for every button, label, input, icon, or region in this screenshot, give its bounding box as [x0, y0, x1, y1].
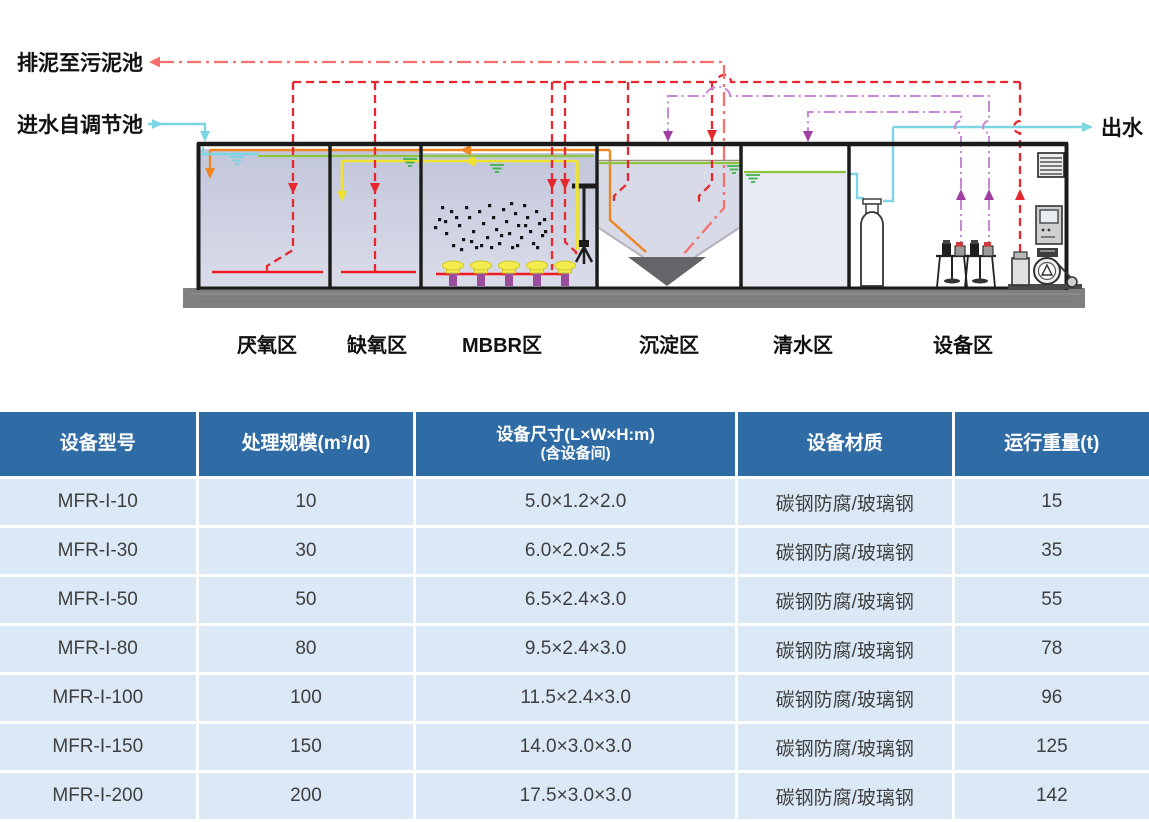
cell-scale: 200 [195, 770, 417, 822]
filter-tank-icon [860, 198, 884, 287]
col-header-scale: 处理规模(m³/d) [195, 412, 417, 479]
cell-size: 6.0×2.0×2.5 [413, 525, 738, 577]
air-pipe-arrows [288, 130, 1025, 200]
aeration-manifolds [212, 270, 567, 276]
cell-weight: 96 [951, 672, 1149, 724]
table-row: MFR-I-200 200 17.5×3.0×3.0 碳钢防腐/玻璃钢 142 [0, 770, 1149, 822]
cell-model: MFR-I-200 [0, 770, 199, 822]
louver-vent-icon [1037, 152, 1065, 178]
cell-model: MFR-I-100 [0, 672, 199, 724]
cell-weight: 142 [951, 770, 1149, 822]
tank-anaerobic-water [200, 149, 328, 288]
zone-label-anoxic: 缺氧区 [347, 333, 407, 357]
col-header-model: 设备型号 [0, 412, 199, 479]
zone-label-anaerobic: 厌氧区 [237, 333, 297, 357]
table-row: MFR-I-50 50 6.5×2.4×3.0 碳钢防腐/玻璃钢 55 [0, 574, 1149, 626]
cell-scale: 100 [195, 672, 417, 724]
cell-model: MFR-I-80 [0, 623, 199, 675]
cell-size: 9.5×2.4×3.0 [413, 623, 738, 675]
cell-material: 碳钢防腐/玻璃钢 [735, 770, 955, 822]
orange-arrow-down [205, 168, 215, 179]
dosing-stands [936, 240, 996, 288]
tank-walls [196, 141, 1069, 290]
table-row: MFR-I-100 100 11.5×2.4×3.0 碳钢防腐/玻璃钢 96 [0, 672, 1149, 724]
cell-size: 6.5×2.4×3.0 [413, 574, 738, 626]
cell-size: 11.5×2.4×3.0 [413, 672, 738, 724]
cell-model: MFR-I-150 [0, 721, 199, 773]
orange-arrow-left [460, 144, 471, 156]
sludge-pipe [160, 60, 726, 257]
inlet-pipe [148, 122, 258, 156]
cell-model: MFR-I-50 [0, 574, 199, 626]
col-header-size-line1: 设备尺寸(L×W×H:m) [496, 425, 655, 444]
cell-material: 碳钢防腐/玻璃钢 [735, 525, 955, 577]
cell-weight: 125 [951, 721, 1149, 773]
table-row: MFR-I-80 80 9.5×2.4×3.0 碳钢防腐/玻璃钢 78 [0, 623, 1149, 675]
outlet-pipe [849, 125, 1084, 203]
outlet-arrow [1082, 122, 1093, 132]
blower-icon [1008, 248, 1082, 289]
cell-size: 14.0×3.0×3.0 [413, 721, 738, 773]
spec-table: 设备型号 处理规模(m³/d) 设备尺寸(L×W×H:m) (含设备间) 设备材… [0, 412, 1149, 822]
process-diagram: 排泥至污泥池 进水自调节池 出水 厌氧区 缺氧区 MBBR区 沉淀区 清水区 设… [17, 51, 1144, 357]
cell-size: 17.5×3.0×3.0 [413, 770, 738, 822]
cell-material: 碳钢防腐/玻璃钢 [735, 672, 955, 724]
control-panel-icon [1035, 205, 1063, 245]
cell-weight: 35 [951, 525, 1149, 577]
cell-size: 5.0×1.2×2.0 [413, 476, 738, 528]
cell-model: MFR-I-30 [0, 525, 199, 577]
base-slab [183, 288, 1085, 308]
inlet-arrow-down [200, 131, 210, 142]
sludge-arrow-left [149, 56, 160, 68]
cell-weight: 15 [951, 476, 1149, 528]
tank-sedimentation [598, 164, 740, 286]
cell-material: 碳钢防腐/玻璃钢 [735, 721, 955, 773]
cell-scale: 10 [195, 476, 417, 528]
label-outlet: 出水 [1101, 117, 1144, 140]
yellow-arrow-down [337, 191, 347, 202]
col-header-weight: 运行重量(t) [951, 412, 1149, 479]
diffusers [442, 260, 576, 286]
zone-label-mbbr: MBBR区 [462, 335, 542, 357]
cell-scale: 150 [195, 721, 417, 773]
col-header-size-line2: (含设备间) [540, 445, 611, 463]
col-header-material: 设备材质 [735, 412, 955, 479]
zone-label-sedimentation: 沉淀区 [639, 333, 699, 357]
process-diagram-area: 排泥至污泥池 进水自调节池 出水 厌氧区 缺氧区 MBBR区 沉淀区 清水区 设… [0, 0, 1149, 400]
table-row: MFR-I-150 150 14.0×3.0×3.0 碳钢防腐/玻璃钢 125 [0, 721, 1149, 773]
cell-material: 碳钢防腐/玻璃钢 [735, 623, 955, 675]
cell-scale: 50 [195, 574, 417, 626]
water-level-symbols [230, 156, 760, 183]
yellow-arrow-left [464, 155, 475, 167]
water-surface-lines [258, 154, 846, 174]
spec-table-header: 设备型号 处理规模(m³/d) 设备尺寸(L×W×H:m) (含设备间) 设备材… [0, 412, 1149, 479]
inlet-arrow-right [152, 119, 163, 129]
cell-model: MFR-I-10 [0, 476, 199, 528]
recirculation-pipe-yellow [340, 159, 579, 250]
label-sludge-out: 排泥至污泥池 [17, 51, 143, 75]
cell-weight: 55 [951, 574, 1149, 626]
table-row: MFR-I-30 30 6.0×2.0×2.5 碳钢防腐/玻璃钢 35 [0, 525, 1149, 577]
mbbr-media-dots [434, 202, 548, 252]
cell-scale: 80 [195, 623, 417, 675]
dosing-pipes [667, 86, 990, 252]
cell-material: 碳钢防腐/玻璃钢 [735, 476, 955, 528]
label-inlet: 进水自调节池 [17, 113, 143, 137]
dosing-arrows [663, 131, 994, 200]
zone-label-clearwater: 清水区 [773, 333, 833, 357]
table-row: MFR-I-10 10 5.0×1.2×2.0 碳钢防腐/玻璃钢 15 [0, 476, 1149, 528]
cell-weight: 78 [951, 623, 1149, 675]
cell-scale: 30 [195, 525, 417, 577]
col-header-size: 设备尺寸(L×W×H:m) (含设备间) [413, 412, 738, 479]
tank-clearwater [743, 173, 847, 288]
sludge-cone [628, 257, 706, 286]
cell-material: 碳钢防腐/玻璃钢 [735, 574, 955, 626]
zone-label-equipment: 设备区 [933, 333, 993, 357]
